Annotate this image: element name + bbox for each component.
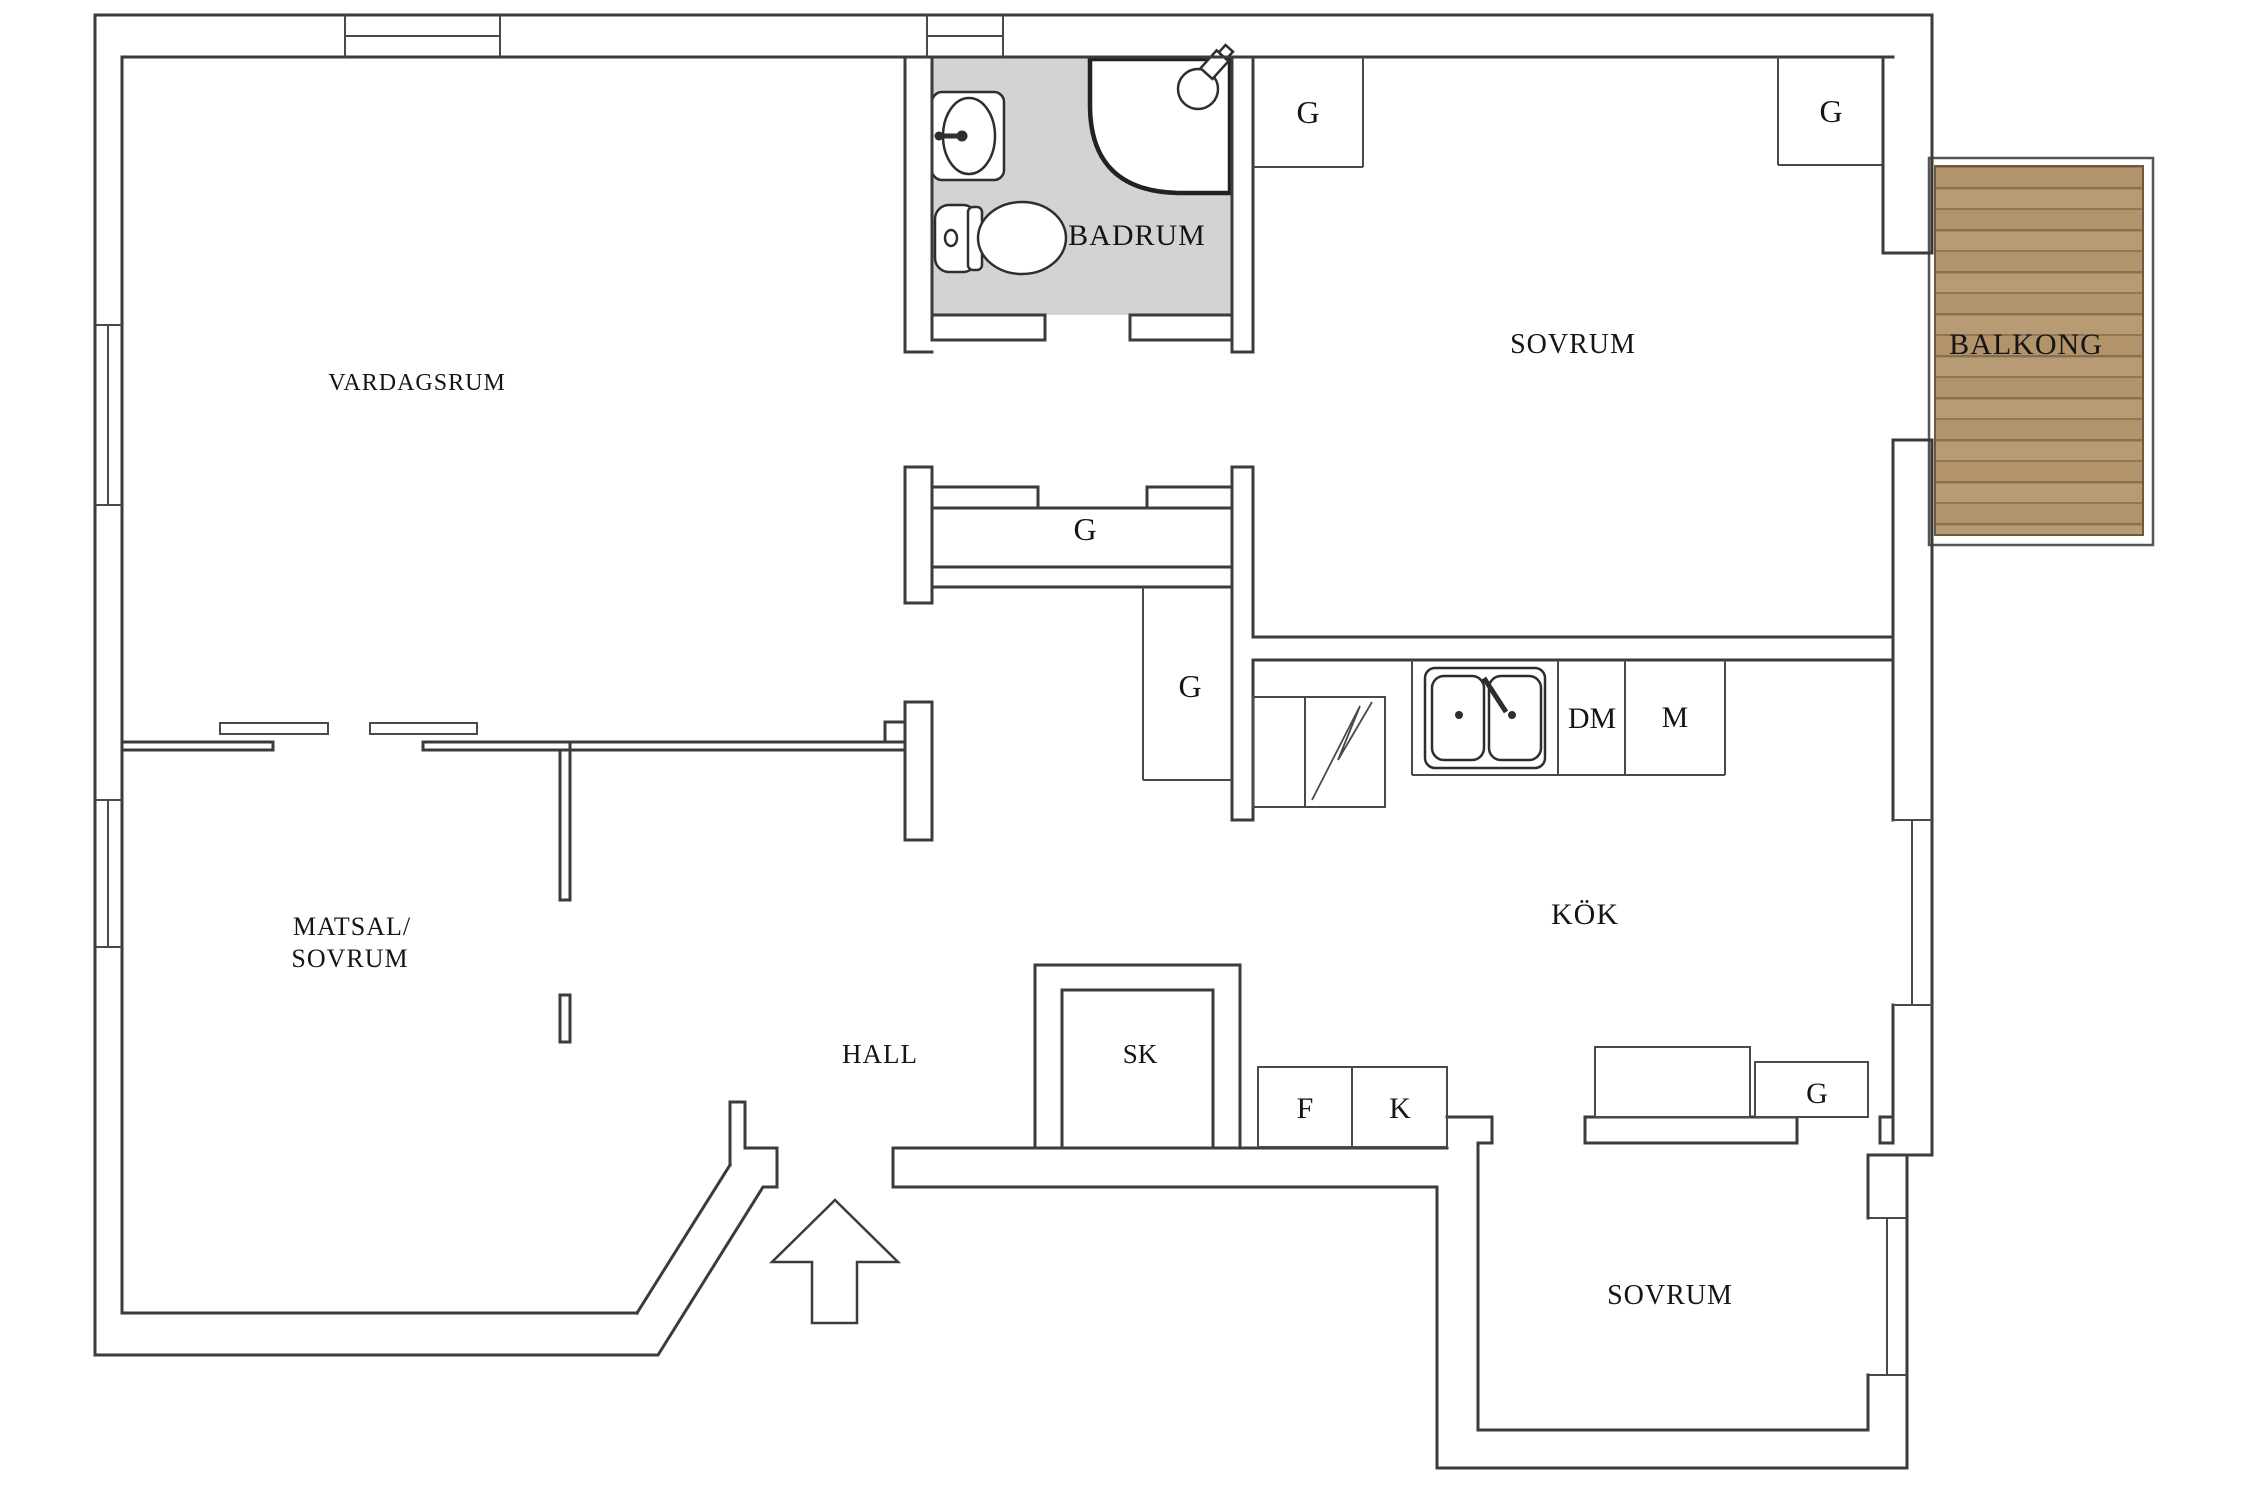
stove-cabinet [1252,696,1386,808]
sink-icon [930,90,1006,182]
balcony-door-opening [1881,251,1934,442]
toilet-icon [933,200,1068,276]
windows [95,15,1934,1376]
pocket-door-right [369,722,478,735]
window-left-matsal [95,799,122,948]
label-g-sovrum-right: G [1819,93,1842,129]
wall-vardagsrum-right [903,55,934,842]
wall-right-inner [1878,438,1895,1145]
entrance-arrow-icon [768,1198,902,1325]
wall-badrum-bottom [930,313,1234,342]
closet-sk [1033,963,1242,1150]
closet-sovrum-left [1253,57,1364,168]
window-right-kok [1893,819,1932,1006]
wall-left-inner [120,55,733,1316]
window-right-sovrum [1868,1217,1907,1376]
closet-hall-lower [1142,587,1232,781]
label-badrum: BADRUM [1068,219,1206,252]
label-sk: SK [1123,1039,1158,1069]
wall-sovrum-bottom-room [1445,1115,1909,1432]
label-kok: KÖK [1551,898,1619,931]
interior-walls [120,55,1909,1432]
label-sovrum-bottom: SOVRUM [1607,1280,1733,1311]
label-dm: DM [1568,702,1616,735]
wall-kok-top [1251,635,1895,662]
pocket-door-left [219,722,329,735]
label-m: M [1662,701,1689,734]
label-f: F [1297,1092,1314,1125]
closet-sovrum-right [1777,57,1883,166]
stove-zigzag-icon [1311,701,1373,801]
label-g-sovrum-left: G [1296,94,1319,130]
exterior-walls [93,13,1934,1470]
wall-right-outer [891,13,1934,1470]
closet-kitchen-g [1754,1061,1869,1118]
bathroom [930,43,1235,315]
wall-stub [883,720,907,744]
label-matsal-line1: MATSAL/ [293,912,411,941]
label-g-hall-lower: G [1178,668,1201,704]
label-matsal-line2: SOVRUM [291,944,408,973]
window-top-badrum [926,15,1004,57]
entrance-door-jamb [728,1100,1449,1189]
window-top-vardagsrum [344,15,501,57]
label-hall: HALL [842,1039,918,1069]
balcony-wood-texture-icon [1934,165,2144,536]
label-vardagsrum: VARDAGSRUM [328,370,506,396]
kitchen-appliances [1252,660,1726,1148]
wall-matsal-right [558,740,572,1044]
shower-head-icon [1176,67,1220,111]
wall-left-outer [93,13,779,1357]
label-balkong: BALKONG [1949,328,2103,361]
label-k: K [1389,1092,1411,1125]
wall-divider-matsal [120,740,907,752]
window-left-vardagsrum [95,324,122,506]
room-labels: VARDAGSRUM BADRUM SOVRUM BALKONG KÖK MAT… [291,93,2103,1311]
kitchen-counter-top [1411,660,1726,776]
fridge-freezer-boxes [1257,1066,1448,1148]
balcony [1927,156,2155,547]
label-g-kitchen: G [1806,1077,1828,1110]
closet-hall-upper [930,485,1234,589]
label-sovrum-top: SOVRUM [1510,329,1636,360]
label-g-hall-upper: G [1073,511,1096,547]
kitchen-counter-low [1594,1046,1751,1118]
kitchen-sink-icon [1423,666,1547,770]
